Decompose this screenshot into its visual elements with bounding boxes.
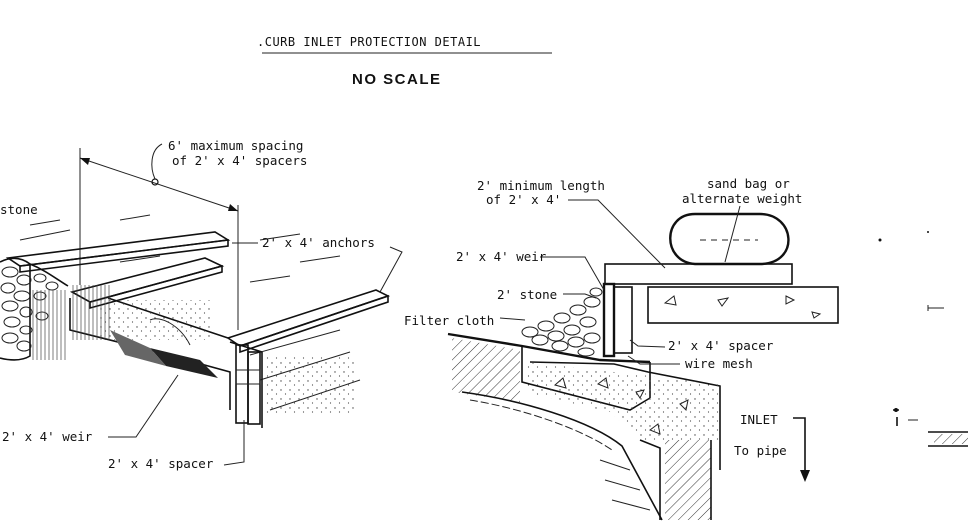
title-block: .CURB INLET PROTECTION DETAIL NO SCALE <box>257 35 552 88</box>
section-weir <box>602 282 616 358</box>
weir-board <box>5 231 231 273</box>
section-spacer-label: 2' x 4' spacer <box>668 338 774 353</box>
isometric-leaders <box>108 242 403 466</box>
min-length-label-line-2: of 2' x 4' <box>486 192 561 207</box>
spacer-label: 2' x 4' spacer <box>108 456 214 471</box>
drawing-subtitle: NO SCALE <box>352 71 442 88</box>
section-view: 2' minimum length of 2' x 4' sand bag or… <box>404 176 839 521</box>
stone-pile <box>0 257 69 361</box>
section-leaders <box>499 199 741 365</box>
sand-bag <box>669 212 790 266</box>
inlet-label: INLET <box>740 412 778 427</box>
weir-label: 2' x 4' weir <box>2 429 93 444</box>
filter-cloth-label: Filter cloth <box>404 313 494 328</box>
inlet-structure <box>461 362 720 521</box>
section-weir-label: 2' x 4' weir <box>456 249 547 264</box>
isometric-view: stone 6' maximum spacing of 2' x 4' spac… <box>0 138 403 471</box>
spacing-label-line-2: of 2' x 4' spacers <box>172 153 307 168</box>
drawing-title: .CURB INLET PROTECTION DETAIL <box>257 35 481 49</box>
min-length-label-line-1: 2' minimum length <box>477 178 605 193</box>
section-curb-slab <box>647 286 839 324</box>
spacing-dimension <box>79 143 239 330</box>
section-spacer <box>613 286 633 354</box>
inlet-opening <box>70 285 218 378</box>
sand-bag-label-line-1: sand bag or <box>707 176 790 191</box>
inlet-arrow <box>793 417 810 482</box>
edge-fragments <box>878 231 968 447</box>
top-board <box>604 263 793 285</box>
spacing-label-line-1: 6' maximum spacing <box>168 138 303 153</box>
stone-label: stone <box>0 202 38 217</box>
anchors-label: 2' x 4' anchors <box>262 235 375 250</box>
spacers <box>235 344 261 425</box>
section-stone <box>521 287 603 357</box>
section-stone-label: 2' stone <box>497 287 557 302</box>
to-pipe-label: To pipe <box>734 443 787 458</box>
curb-slab <box>19 214 361 428</box>
wire-mesh-label: wire mesh <box>685 356 753 371</box>
sand-bag-label-line-2: alternate weight <box>682 191 802 206</box>
